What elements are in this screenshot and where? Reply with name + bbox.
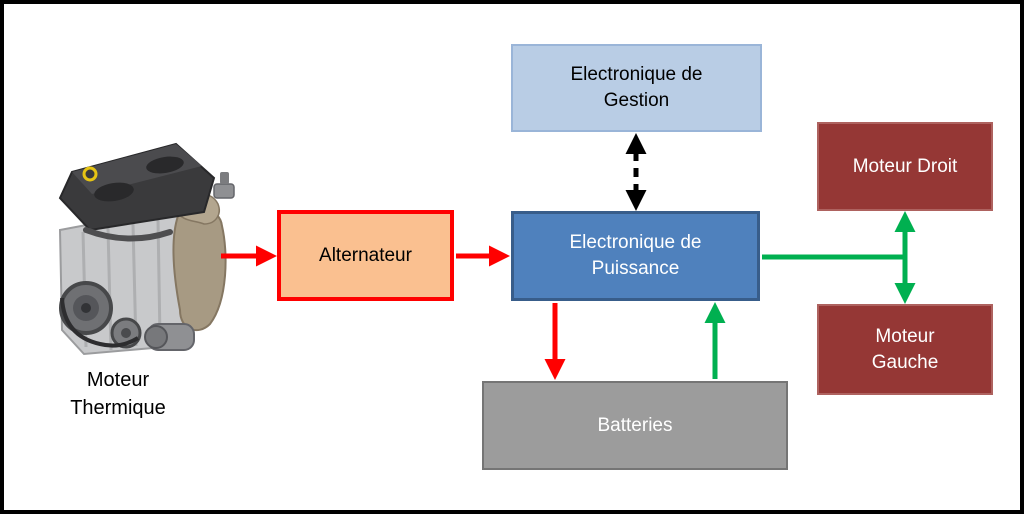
arrow-puissance-to-batteries — [544, 303, 566, 380]
node-alternateur-label: Alternateur — [319, 244, 412, 266]
node-electronique-puissance-label: Electronique de Puissance — [569, 232, 702, 279]
node-moteur-droit: Moteur Droit — [817, 122, 993, 211]
engine-caption: Moteur Thermique — [70, 369, 166, 419]
node-batteries-label: Batteries — [597, 414, 673, 436]
arrow-batteries-to-puissance — [704, 302, 726, 379]
node-electronique-gestion-label: Electronique de Gestion — [570, 64, 703, 111]
node-moteur-gauche: Moteur Gauche — [817, 304, 993, 395]
arrow-motors-bidirectional — [894, 211, 916, 304]
arrow-gestion-puissance-bidirectional — [625, 133, 647, 211]
node-moteur-gauche-label: Moteur Gauche — [871, 325, 939, 373]
node-alternateur: Alternateur — [277, 210, 454, 301]
engine-image — [58, 142, 235, 356]
node-electronique-gestion: Electronique de Gestion — [511, 44, 762, 132]
node-electronique-puissance: Electronique de Puissance — [511, 211, 760, 301]
node-batteries: Batteries — [482, 381, 788, 470]
arrow-alternateur-to-puissance — [456, 245, 510, 267]
node-moteur-droit-label: Moteur Droit — [852, 155, 958, 177]
